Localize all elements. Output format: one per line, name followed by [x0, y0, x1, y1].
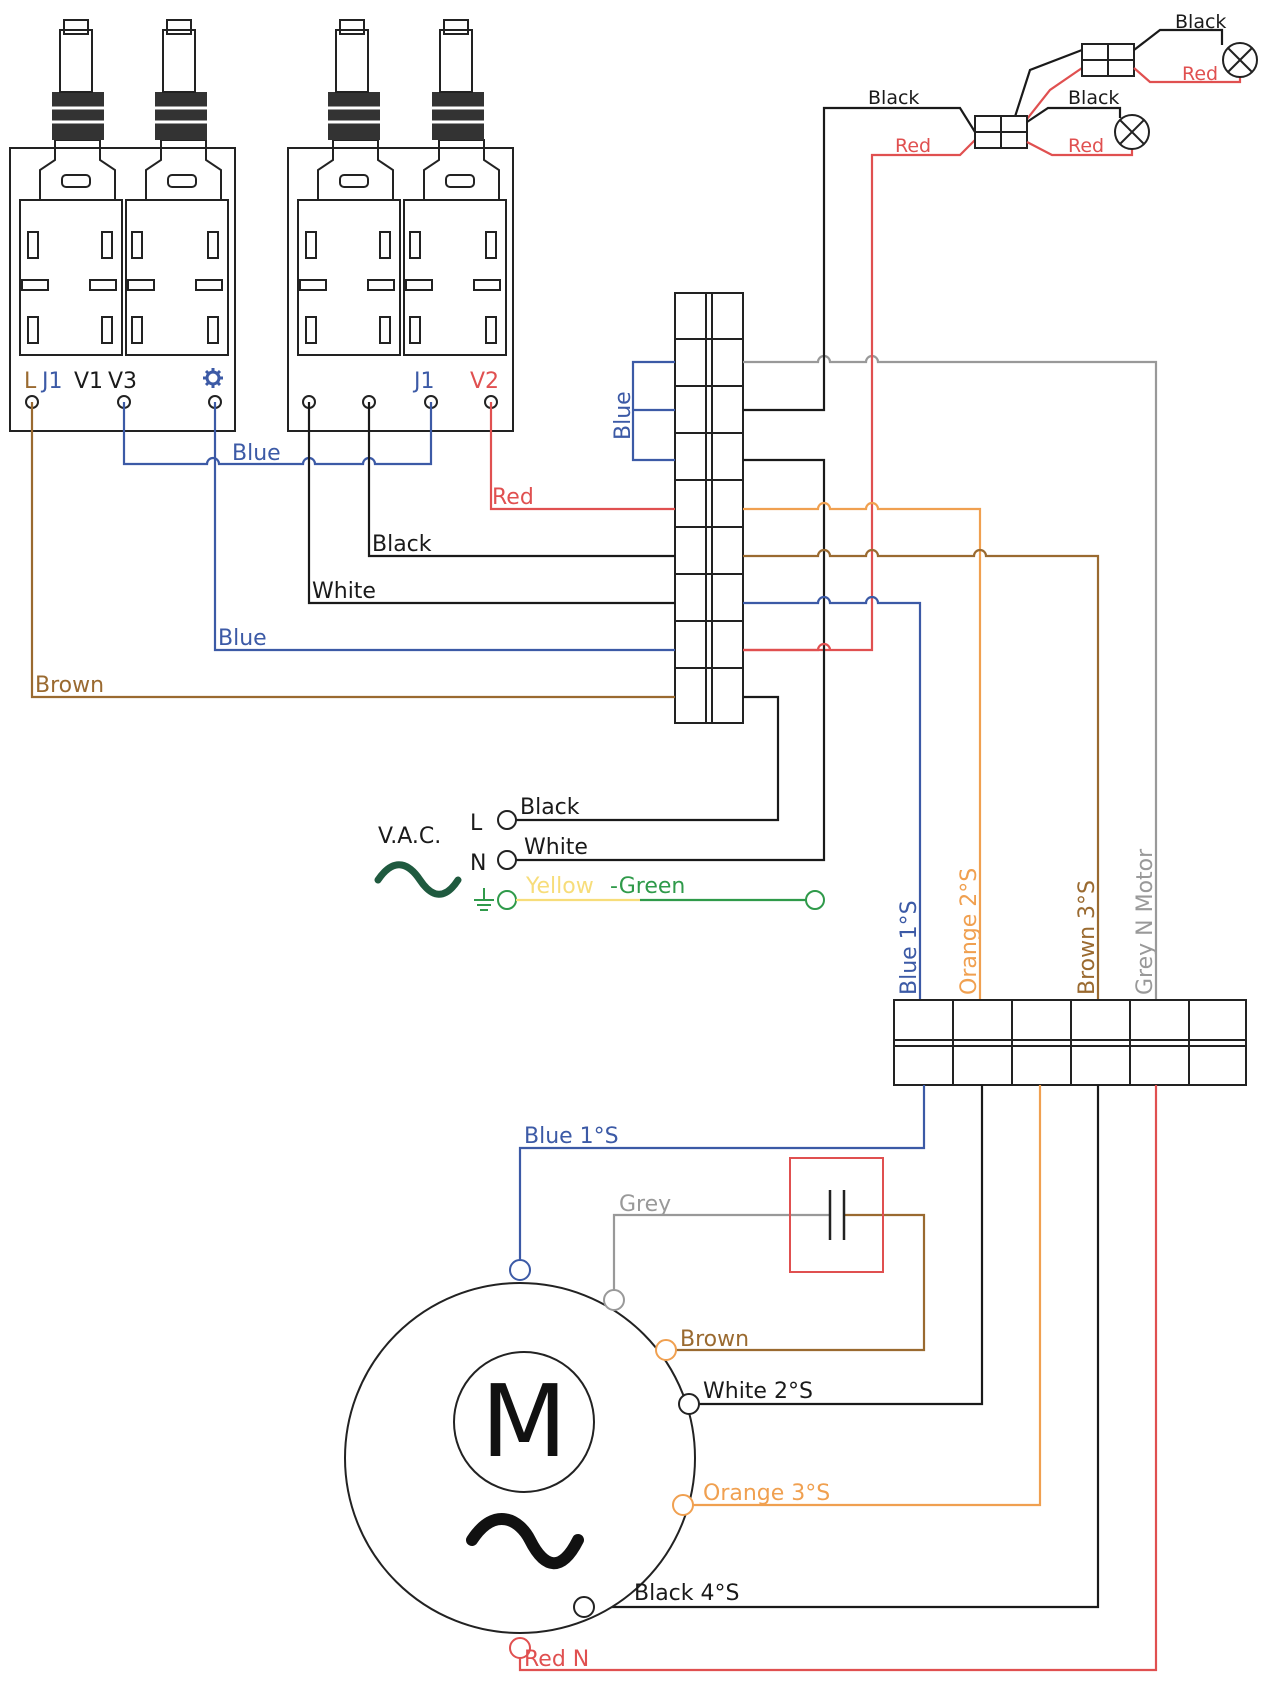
wire-label-black-mid: Black [372, 532, 432, 557]
wire-red-v2 [489, 402, 675, 511]
wire-orange-2s [743, 501, 982, 1000]
motor-label-blue: Blue 1°S [524, 1124, 619, 1149]
wire-brown-mid [30, 402, 675, 699]
earth-icon [474, 888, 494, 911]
switch-unit [19, 199, 229, 356]
gear-icon [203, 368, 223, 388]
earth-label-yellow: Yellow [525, 874, 594, 899]
wire-red-lamp [743, 139, 976, 652]
wire-label-brown-mid: Brown [35, 673, 104, 698]
supply-section: V.A.C. L N Black White Yellow -Green [374, 795, 825, 911]
wire-white-mid [307, 402, 675, 605]
label-grey-n-motor: Grey N Motor [1133, 848, 1158, 995]
supply-n-label: N [470, 851, 486, 876]
wire-motor-black [584, 1085, 1100, 1609]
wire-label-blue-vertical: Blue [611, 391, 636, 440]
motor-label-brown: Brown [680, 1327, 749, 1352]
terminal-block-speed [893, 999, 1247, 1086]
motor-terminal-red [509, 1637, 531, 1659]
motor-label-red: Red N [524, 1647, 589, 1672]
supply-n-terminal [497, 850, 517, 870]
motor-label-orange: Orange 3°S [703, 1481, 830, 1506]
switch-actuator [39, 19, 116, 200]
wire-motor-grey [612, 1213, 830, 1298]
wire-supply-n [507, 458, 826, 862]
motor-terminal-white [678, 1393, 700, 1415]
motor-ac-wave-icon [466, 1513, 584, 1570]
motor-label-grey: Grey [619, 1192, 671, 1217]
earth-label-green: -Green [610, 874, 685, 899]
lamp-harness: Black Red Black Red Black Red [868, 11, 1258, 157]
wire-supply-l [507, 695, 780, 822]
label-brown-3s: Brown 3°S [1075, 880, 1100, 995]
terminal-label-l: L [24, 369, 37, 394]
motor-label-white: White 2°S [703, 1379, 813, 1404]
lamp-label-black-2: Black [1068, 87, 1119, 109]
wire-label-red-v2: Red [492, 485, 534, 510]
terminal-label-j1-right: J1 [412, 369, 435, 394]
label-blue-1s: Blue 1°S [897, 900, 922, 995]
wire-blue-mid [213, 402, 675, 652]
motor-terminal-grey [603, 1289, 625, 1311]
supply-l-label: L [470, 811, 483, 836]
wire-blue-1s [743, 595, 922, 1000]
earth-terminal [497, 890, 517, 910]
capacitor [789, 1157, 884, 1273]
switch-block-left: L J1 V1 V3 [9, 19, 236, 432]
supply-l-terminal [497, 810, 517, 830]
motor-terminal-brown [655, 1339, 677, 1361]
switch-actuator [423, 19, 500, 200]
wire-label-blue-mid: Blue [218, 626, 267, 651]
terminal-block-main [674, 292, 744, 724]
label-orange-2s: Orange 2°S [957, 868, 982, 995]
wire-black-mid [367, 402, 675, 558]
switch-actuator [317, 19, 394, 200]
ac-wave-icon [374, 861, 462, 898]
wire-motor-orange [683, 1085, 1042, 1507]
wire-label-white-mid: White [312, 579, 376, 604]
wire-black-lamp [743, 106, 976, 412]
switch-block-right: J1 V2 [287, 19, 514, 432]
lamp-icon [1114, 114, 1150, 150]
terminal-label-v1: V1 [74, 369, 103, 394]
terminal-label-v2: V2 [470, 369, 499, 394]
switch-actuator [145, 19, 222, 200]
lamp-icon [1222, 42, 1258, 78]
motor-label-black: Black 4°S [634, 1581, 739, 1606]
lamp-label-black-1: Black [1175, 11, 1226, 33]
wire-motor-blue [518, 1085, 926, 1268]
motor: M Blue 1°S Grey Brown White 2°S Orange 3… [344, 1124, 830, 1672]
wire-brown-3s [743, 548, 1100, 1000]
wire-grey-n [743, 354, 1158, 1000]
supply-l-wire-label: Black [520, 795, 580, 820]
wire-motor-red [518, 1085, 1158, 1672]
motor-terminal-orange [672, 1494, 694, 1516]
motor-terminal-black [573, 1596, 595, 1618]
supply-n-wire-label: White [524, 835, 588, 860]
wire-motor-white [689, 1085, 984, 1406]
lamp-label-red-2: Red [1068, 135, 1104, 157]
wire-label-blue-top: Blue [232, 441, 281, 466]
lamp-label-black-3: Black [868, 87, 919, 109]
lamp-label-red-3: Red [895, 135, 931, 157]
terminal-label-v3: V3 [108, 369, 137, 394]
supply-title: V.A.C. [378, 824, 441, 849]
earth-terminal-chassis [805, 890, 825, 910]
motor-terminal-blue [509, 1259, 531, 1281]
terminal-label-j1: J1 [40, 369, 63, 394]
lamp-label-red-1: Red [1182, 63, 1218, 85]
motor-letter: M [481, 1363, 567, 1480]
